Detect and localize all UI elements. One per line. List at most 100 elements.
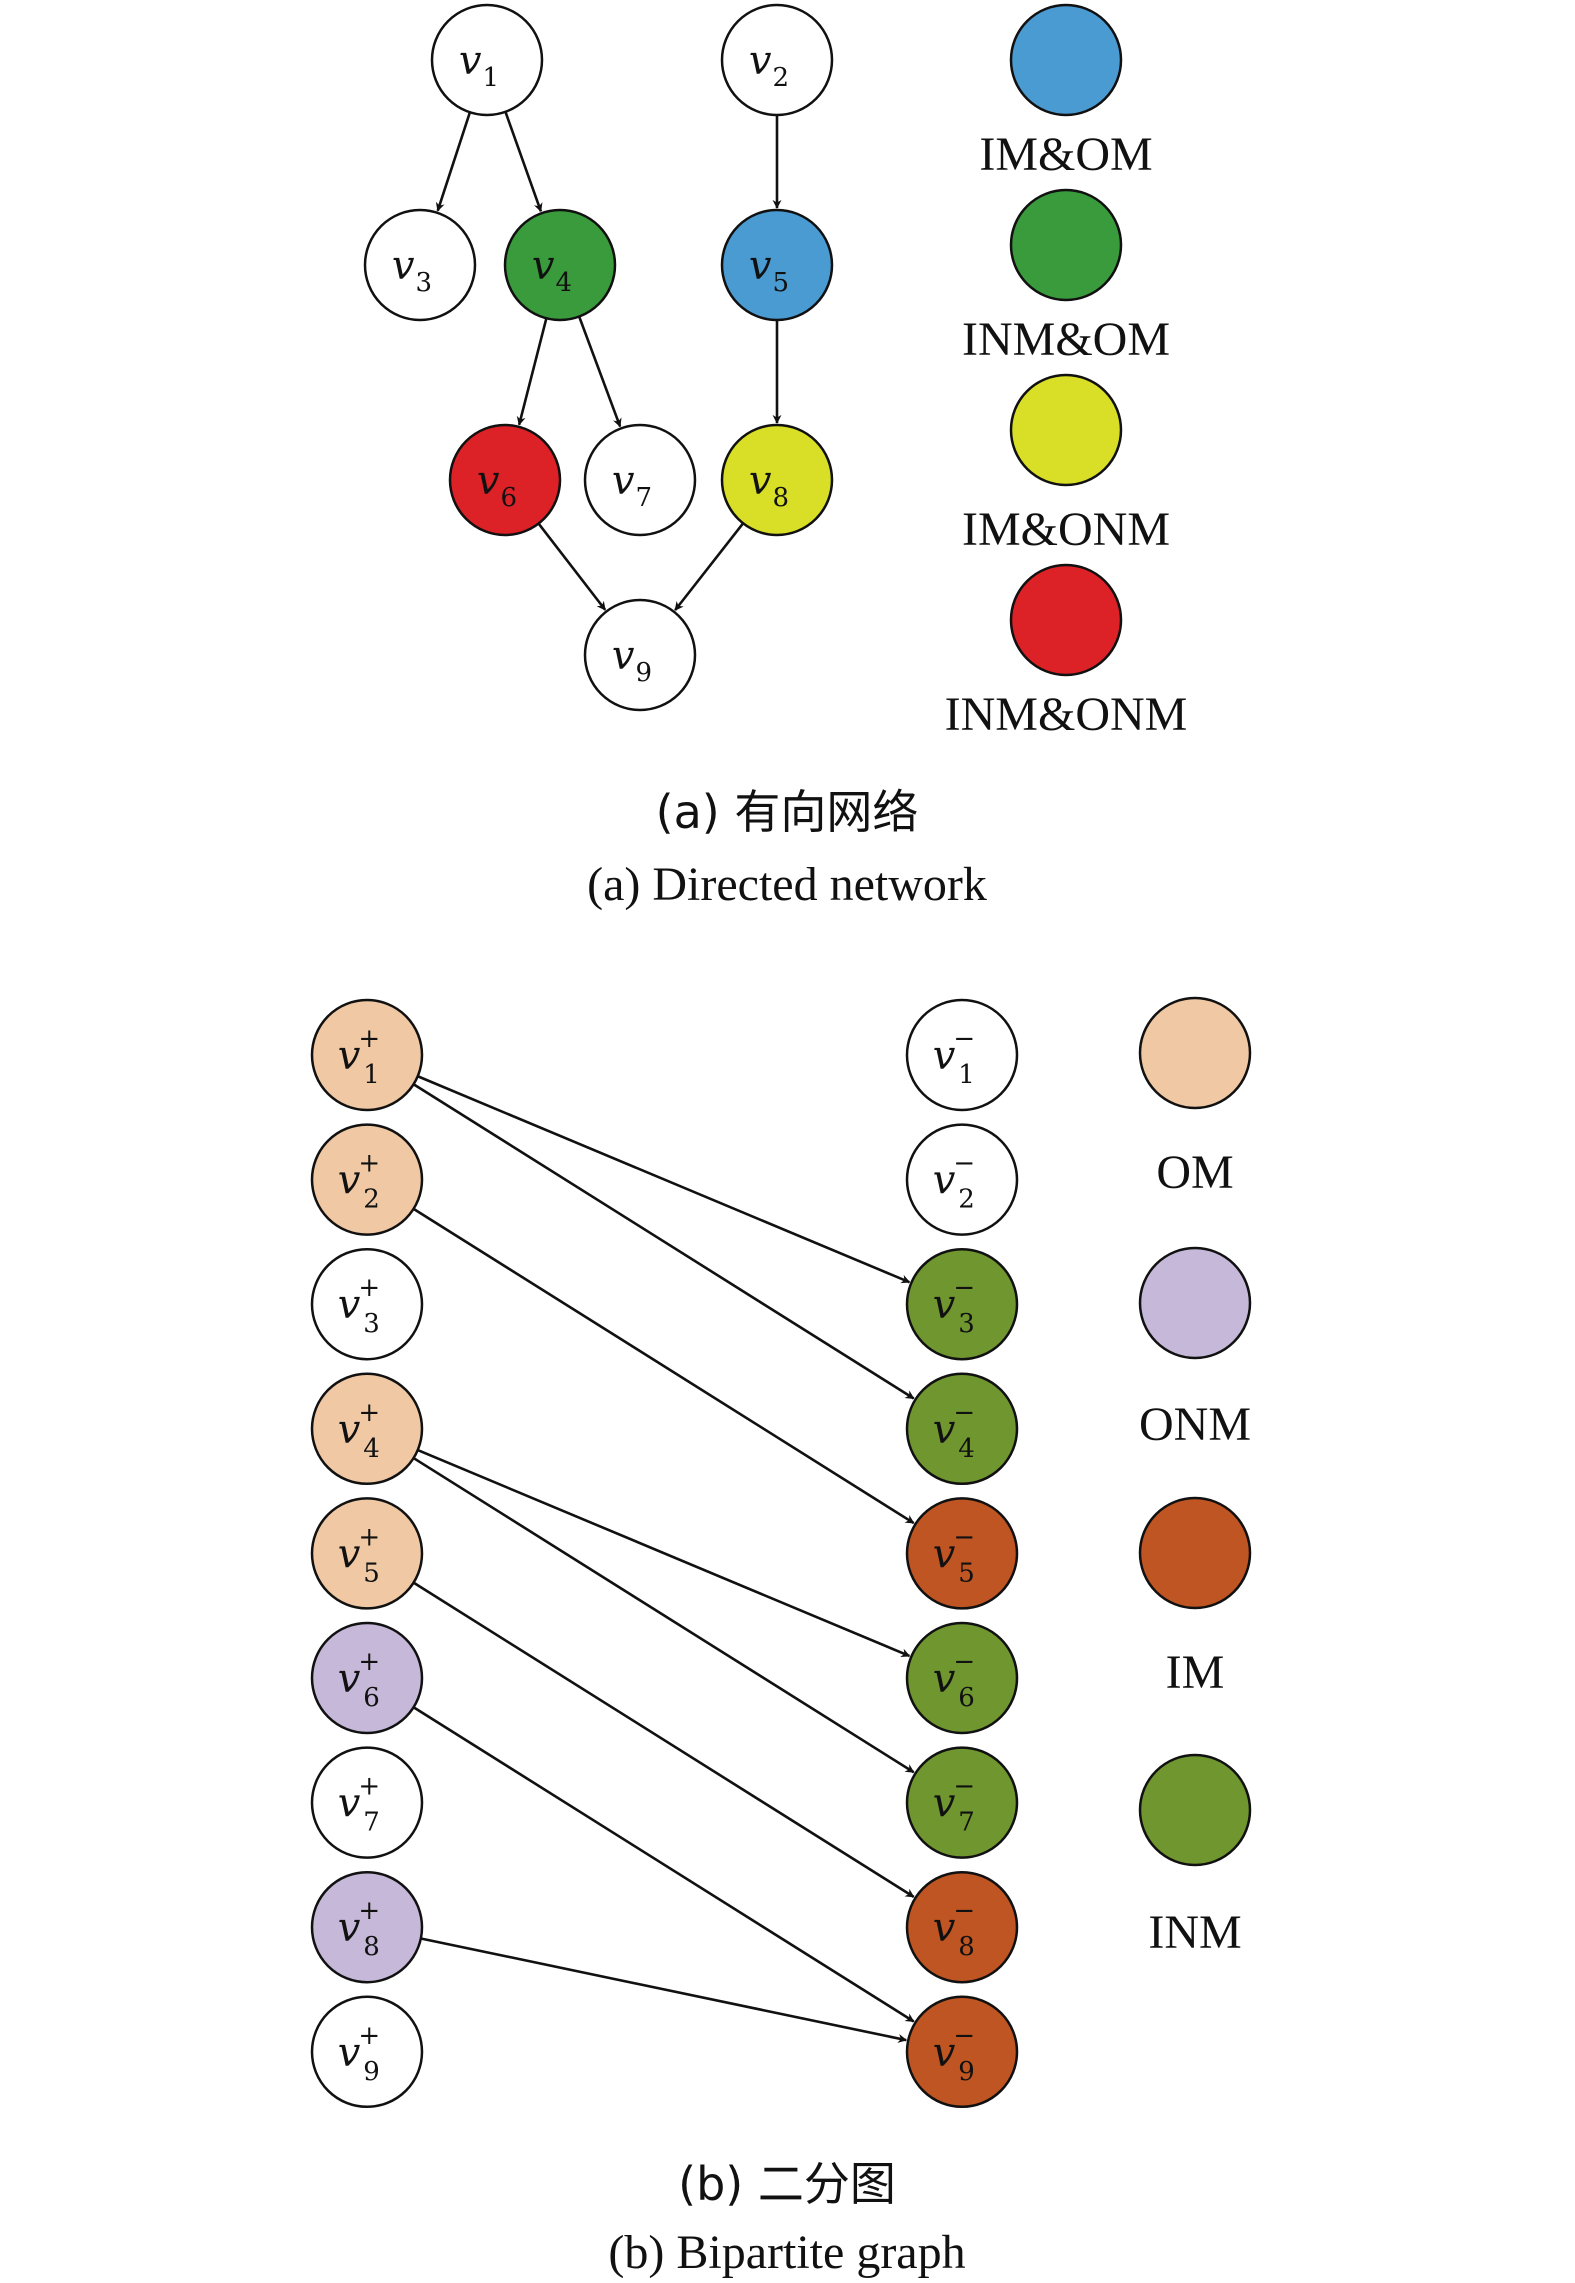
- legend-label: ONM: [1139, 1398, 1251, 1451]
- node-label: v+7: [338, 1772, 380, 1838]
- node-v4-plus: v+4: [310, 1372, 424, 1486]
- caption-b-chinese: (b) 二分图: [678, 2157, 896, 2211]
- bipartite-graph-panel: v+1v+2v+3v+4v+5v+6v+7v+8v+9v−1v−2v−3v−4v…: [310, 996, 1252, 2279]
- edge-v4-v7: [577, 316, 622, 428]
- legend-swatch: [1138, 996, 1252, 1110]
- node-v7: v7: [583, 423, 697, 537]
- edge-l8-r9: [420, 1937, 908, 2043]
- legend-label: OM: [1156, 1146, 1233, 1199]
- node-label: v+4: [338, 1398, 380, 1464]
- legend-label: IM&OM: [979, 128, 1152, 181]
- node-label: v+2: [338, 1149, 380, 1215]
- node-circle: [310, 1746, 424, 1859]
- legend-item: OM: [1138, 996, 1252, 1199]
- node-v8-minus: v−8: [905, 1870, 1019, 1984]
- node-circle: [905, 1497, 1019, 1610]
- node-circle: [448, 423, 562, 537]
- legend-item: INM: [1138, 1753, 1252, 1959]
- legend-swatch: [1009, 3, 1123, 117]
- legend-label: IM: [1166, 1646, 1225, 1699]
- node-circle: [310, 1372, 424, 1486]
- edge-l6-r9: [412, 1706, 915, 2023]
- node-label: v+8: [338, 1896, 380, 1962]
- caption-b-english: (b) Bipartite graph: [608, 2226, 965, 2279]
- node-circle: [310, 1247, 424, 1361]
- node-circle: [905, 1372, 1019, 1486]
- node-circle: [720, 208, 834, 322]
- legend-item: IM&ONM: [962, 373, 1170, 556]
- edge-l1-r4: [412, 1083, 915, 1400]
- node-circle: [720, 423, 834, 537]
- legend-swatch: [1138, 1753, 1252, 1867]
- legend-swatch: [1138, 1246, 1252, 1360]
- legend-label: INM&ONM: [945, 688, 1188, 741]
- node-v6-plus: v+6: [310, 1621, 424, 1735]
- node-v3: v3: [363, 208, 477, 322]
- node-circle: [310, 998, 424, 1112]
- caption-a-english: (a) Directed network: [587, 858, 987, 911]
- edge-v1-v4: [504, 111, 543, 213]
- node-v7-minus: v−7: [905, 1746, 1019, 1859]
- node-circle: [310, 1497, 424, 1610]
- node-circle: [905, 1995, 1019, 2109]
- node-v9-plus: v+9: [310, 1995, 424, 2109]
- legend-swatch: [1009, 373, 1123, 487]
- legend-item: INM&OM: [962, 188, 1170, 366]
- bipartite-graph-legend: OM ONM IM INM: [1138, 996, 1252, 1959]
- edge-v6-v9: [537, 522, 607, 611]
- node-v6: v6: [448, 423, 562, 537]
- node-v8: v8: [720, 423, 834, 537]
- legend-item: IM: [1138, 1496, 1252, 1699]
- node-v5: v5: [720, 208, 834, 322]
- node-v4-minus: v−4: [905, 1372, 1019, 1486]
- edge-l2-r5: [412, 1207, 915, 1525]
- node-circle: [310, 1123, 424, 1236]
- node-label: v9: [612, 633, 652, 688]
- node-circle: [905, 998, 1019, 1112]
- edge-l4-r6: [417, 1448, 911, 1658]
- node-v2: v2: [720, 3, 834, 117]
- bipartite-graph-edges: [412, 1075, 915, 2043]
- edge-v4-v6: [516, 317, 548, 426]
- node-circle: [310, 1621, 424, 1735]
- node-circle: [905, 1621, 1019, 1735]
- node-circle: [430, 3, 544, 117]
- node-circle: [583, 423, 697, 537]
- node-circle: [363, 208, 477, 322]
- edge-v8-v9: [674, 522, 745, 611]
- edge-l5-r8: [412, 1581, 915, 1898]
- edge-l4-r7: [412, 1456, 915, 1774]
- node-circle: [310, 1995, 424, 2109]
- node-circle: [905, 1870, 1019, 1984]
- directed-network-edges: [435, 111, 782, 611]
- node-v1-minus: v−1: [905, 998, 1019, 1112]
- edge-l1-r3: [417, 1075, 911, 1284]
- node-circle: [905, 1746, 1019, 1859]
- directed-network-legend: IM&OM INM&OM IM&ONM INM&ONM: [945, 3, 1188, 741]
- node-v7-plus: v+7: [310, 1746, 424, 1859]
- node-circle: [583, 598, 697, 712]
- bipartite-graph-nodes: v+1v+2v+3v+4v+5v+6v+7v+8v+9v−1v−2v−3v−4v…: [310, 998, 1019, 2109]
- node-circle: [905, 1123, 1019, 1236]
- node-v8-plus: v+8: [310, 1870, 424, 1984]
- legend-label: INM&OM: [962, 313, 1170, 366]
- node-v4: v4: [503, 208, 617, 322]
- node-v6-minus: v−6: [905, 1621, 1019, 1735]
- node-v3-plus: v+3: [310, 1247, 424, 1361]
- caption-a-chinese: (a) 有向网络: [656, 785, 919, 839]
- node-v5-minus: v−5: [905, 1497, 1019, 1610]
- node-circle: [905, 1247, 1019, 1361]
- node-circle: [720, 3, 834, 117]
- node-circle: [310, 1870, 424, 1984]
- legend-label: IM&ONM: [962, 503, 1170, 556]
- node-v1-plus: v+1: [310, 998, 424, 1112]
- node-v3-minus: v−3: [905, 1247, 1019, 1361]
- legend-item: INM&ONM: [945, 563, 1188, 741]
- node-v2-minus: v−2: [905, 1123, 1019, 1236]
- legend-item: ONM: [1138, 1246, 1252, 1451]
- node-v5-plus: v+5: [310, 1497, 424, 1610]
- legend-swatch: [1138, 1496, 1252, 1610]
